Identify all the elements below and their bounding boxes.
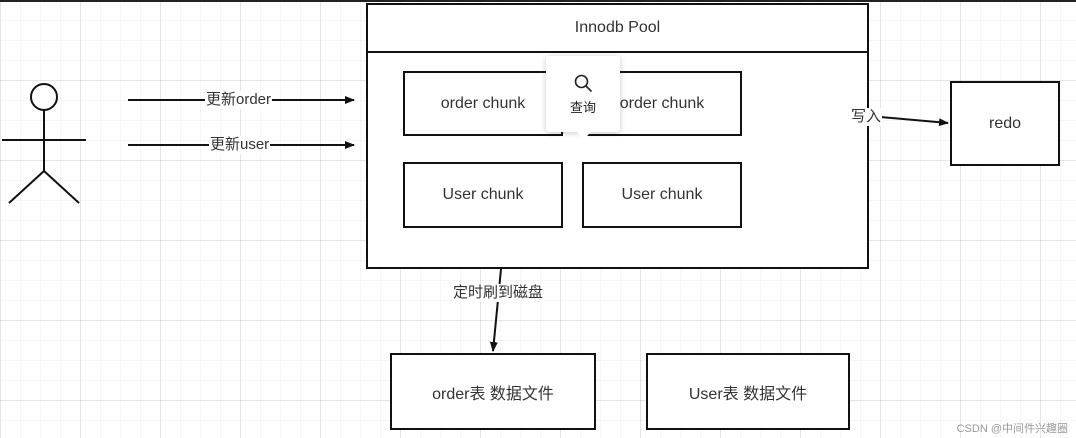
order-data-file: order表 数据文件 — [390, 353, 596, 430]
search-tooltip-label: 查询 — [569, 99, 596, 115]
user-actor-figure — [2, 83, 86, 204]
redo-box: redo — [950, 81, 1060, 166]
flush-disk-label: 定时刷到磁盘 — [452, 284, 545, 302]
user-chunk-left: User chunk — [403, 162, 563, 228]
update-order-label: 更新order — [205, 91, 273, 109]
innodb-pool-title: Innodb Pool — [368, 5, 867, 53]
write-label: 写入 — [850, 108, 883, 126]
user-chunk-right: User chunk — [582, 162, 742, 228]
order-chunk-left: order chunk — [403, 71, 563, 136]
top-border — [0, 0, 1076, 2]
watermark: CSDN @中间件兴趣圈 — [956, 423, 1068, 435]
innodb-pool: Innodb Pool — [366, 3, 869, 269]
search-icon — [574, 74, 592, 92]
search-tooltip[interactable]: 查询 — [546, 56, 620, 139]
user-data-file: User表 数据文件 — [646, 353, 850, 430]
update-user-label: 更新user — [209, 136, 271, 154]
